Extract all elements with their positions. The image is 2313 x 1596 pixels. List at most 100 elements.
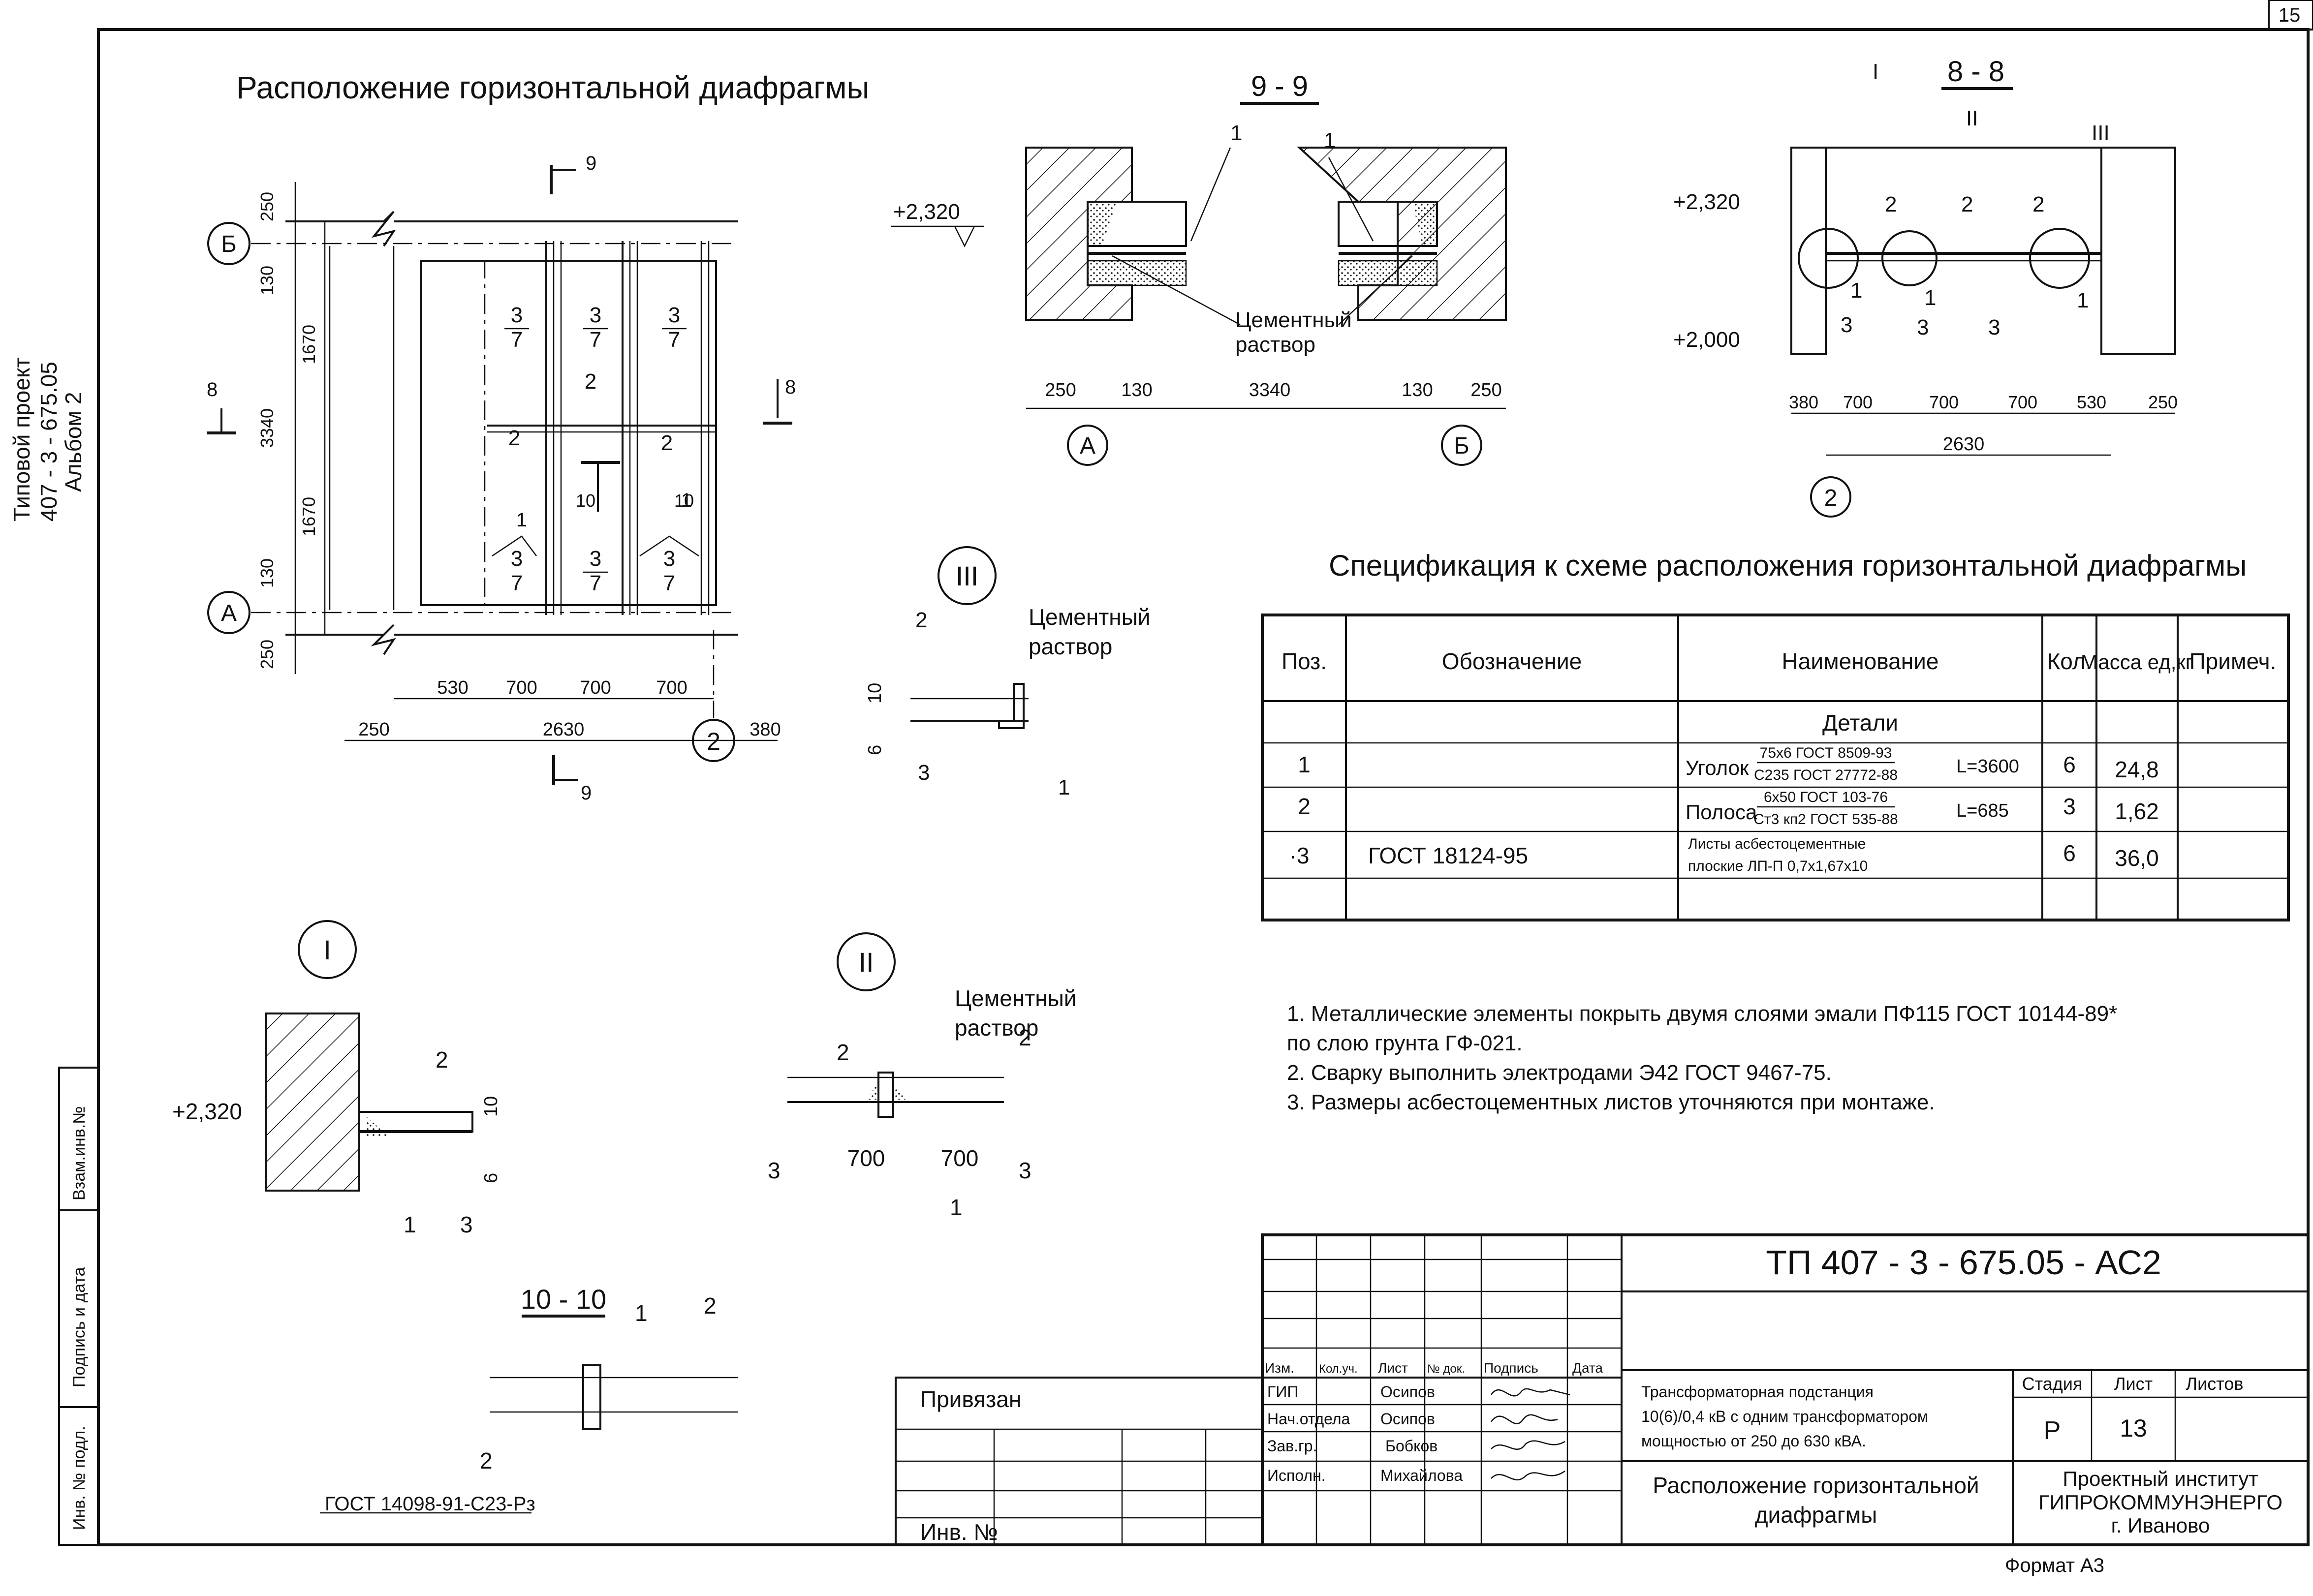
svg-text:2: 2 — [508, 426, 520, 450]
svg-text:ГИПРОКОММУНЭНЕРГО: ГИПРОКОММУНЭНЕРГО — [2038, 1491, 2282, 1514]
svg-text:10: 10 — [481, 1096, 501, 1117]
svg-text:700: 700 — [656, 677, 687, 698]
svg-text:1670: 1670 — [299, 497, 319, 536]
svg-text:530: 530 — [2077, 392, 2106, 412]
title-block: Привязан Инв. № ТП 407 - 3 - 675.05 - АС… — [895, 1233, 2310, 1546]
svg-text:Лист: Лист — [2114, 1374, 2153, 1394]
svg-text:Осипов: Осипов — [1380, 1383, 1435, 1401]
svg-text:L=3600: L=3600 — [1956, 756, 2019, 777]
svg-text:С235 ГОСТ 27772-88: С235 ГОСТ 27772-88 — [1754, 767, 1898, 783]
svg-text:2: 2 — [585, 369, 596, 394]
svg-text:1: 1 — [635, 1300, 648, 1326]
signature-1 — [1490, 1388, 1570, 1397]
plan-sheet-marks: 3 7 3 7 3 7 3 7 3 7 3 7 2 2 2 1 1 — [492, 303, 699, 595]
svg-text:250: 250 — [1470, 380, 1501, 400]
section-9-cement-1: Цементный — [1235, 308, 1352, 332]
svg-text:1: 1 — [950, 1195, 963, 1220]
project-line-1: Типовой проект — [9, 357, 34, 522]
svg-text:Проектный институт: Проектный институт — [2063, 1467, 2258, 1490]
svg-text:7: 7 — [511, 571, 523, 595]
svg-text:Лист: Лист — [1378, 1360, 1408, 1376]
svg-text:2: 2 — [1961, 192, 1973, 216]
svg-text:2: 2 — [1885, 192, 1897, 216]
axis-b-bubble — [207, 222, 250, 265]
notes: 1. Металлические элементы покрыть двумя … — [1287, 1002, 2117, 1114]
svg-text:Ст3 кп2 ГОСТ 535-88: Ст3 кп2 ГОСТ 535-88 — [1753, 811, 1898, 828]
svg-text:3: 3 — [590, 303, 601, 327]
spec-title: Спецификация к схеме расположения горизо… — [1329, 549, 2247, 582]
svg-text:1: 1 — [1058, 775, 1070, 799]
detail-2: II Цементный раствор 2 2 3 3 1 700 700 — [768, 932, 1076, 1220]
svg-text:Детали: Детали — [1822, 710, 1898, 736]
svg-text:1: 1 — [681, 490, 692, 511]
svg-text:10(6)/0,4 кВ с одним трансформ: 10(6)/0,4 кВ с одним трансформатором — [1641, 1408, 1928, 1425]
svg-text:диафрагмы: диафрагмы — [1755, 1502, 1877, 1528]
svg-text:7: 7 — [668, 328, 680, 352]
svg-text:1,62: 1,62 — [2115, 798, 2159, 824]
svg-text:6: 6 — [2063, 752, 2076, 777]
svg-text:250: 250 — [358, 719, 389, 740]
svg-text:380: 380 — [750, 719, 781, 740]
svg-text:3: 3 — [1988, 315, 2000, 339]
svg-text:3: 3 — [663, 547, 675, 571]
svg-text:530: 530 — [437, 677, 468, 698]
svg-text:250: 250 — [257, 192, 277, 221]
svg-text:130: 130 — [257, 558, 277, 588]
svg-text:2: 2 — [915, 608, 927, 632]
svg-text:Поз.: Поз. — [1282, 648, 1327, 674]
svg-text:Исполн.: Исполн. — [1267, 1467, 1326, 1484]
svg-text:Зав.гр.: Зав.гр. — [1267, 1437, 1317, 1455]
svg-text:+2,320: +2,320 — [172, 1099, 242, 1124]
svg-text:700: 700 — [506, 677, 537, 698]
detail-3-title: III — [956, 560, 979, 591]
svg-text:Полоса: Полоса — [1686, 800, 1757, 824]
svg-text:13: 13 — [2120, 1414, 2147, 1442]
cut-9-bottom: 9 — [581, 782, 592, 804]
svg-text:3. Размеры асбестоцементных ли: 3. Размеры асбестоцементных листов уточн… — [1287, 1090, 1935, 1114]
plan-horizontal-dims: 530 700 700 700 250 2630 380 — [344, 677, 781, 741]
svg-text:6: 6 — [481, 1173, 501, 1183]
svg-text:6х50 ГОСТ 103-76: 6х50 ГОСТ 103-76 — [1764, 789, 1888, 805]
svg-text:1: 1 — [1850, 278, 1862, 303]
svg-text:Примеч.: Примеч. — [2189, 648, 2277, 674]
cut-10: 10 — [576, 491, 595, 511]
svg-text:1: 1 — [1924, 286, 1936, 310]
signature-4 — [1491, 1470, 1565, 1480]
svg-text:75х6 ГОСТ 8509-93: 75х6 ГОСТ 8509-93 — [1760, 745, 1892, 761]
svg-text:+2,000: +2,000 — [1673, 328, 1740, 352]
svg-text:10: 10 — [865, 683, 885, 704]
svg-text:3340: 3340 — [1249, 380, 1291, 400]
svg-text:Привязан: Привязан — [920, 1386, 1021, 1412]
svg-text:ГИП: ГИП — [1267, 1383, 1298, 1401]
svg-text:130: 130 — [1402, 380, 1433, 400]
sheet-number: 15 — [2279, 4, 2301, 26]
svg-text:2: 2 — [2032, 192, 2044, 216]
svg-text:I: I — [1873, 60, 1878, 84]
svg-text:3: 3 — [668, 303, 680, 327]
svg-text:2630: 2630 — [1943, 434, 1985, 455]
svg-text:Наименование: Наименование — [1782, 648, 1939, 674]
svg-text:III: III — [2092, 121, 2110, 145]
svg-text:700: 700 — [941, 1145, 979, 1171]
section-8-8: 8 - 8 I II III +2,320 +2,000 2 2 2 1 1 1… — [1673, 56, 2178, 518]
weld-label: ГОСТ 14098-91-С23-Рз — [325, 1493, 535, 1515]
project-line-3: Альбом 2 — [61, 392, 86, 492]
svg-text:Уголок: Уголок — [1686, 756, 1749, 779]
svg-text:Кол.уч.: Кол.уч. — [1319, 1362, 1358, 1376]
svg-text:3: 3 — [918, 761, 930, 785]
svg-text:II: II — [1966, 106, 1978, 130]
svg-text:130: 130 — [257, 266, 277, 295]
svg-text:1670: 1670 — [299, 325, 319, 364]
svg-text:3: 3 — [1019, 1158, 1031, 1183]
svg-text:700: 700 — [2008, 392, 2037, 412]
svg-text:250: 250 — [2148, 392, 2178, 412]
svg-text:Масса ед,кг: Масса ед,кг — [2081, 650, 2193, 674]
svg-text:3: 3 — [460, 1212, 473, 1237]
axis-a-label: А — [221, 600, 237, 626]
svg-text:А: А — [1080, 433, 1095, 459]
detail-1: I +2,320 2 1 3 10 6 — [172, 920, 501, 1237]
plan-cut-markers: 9 9 8 8 10 10 — [207, 153, 796, 804]
plan-angle-members — [487, 241, 716, 615]
svg-text:Расположение горизонтальной: Расположение горизонтальной — [1653, 1473, 1979, 1498]
svg-text:Изм.: Изм. — [1265, 1360, 1294, 1376]
